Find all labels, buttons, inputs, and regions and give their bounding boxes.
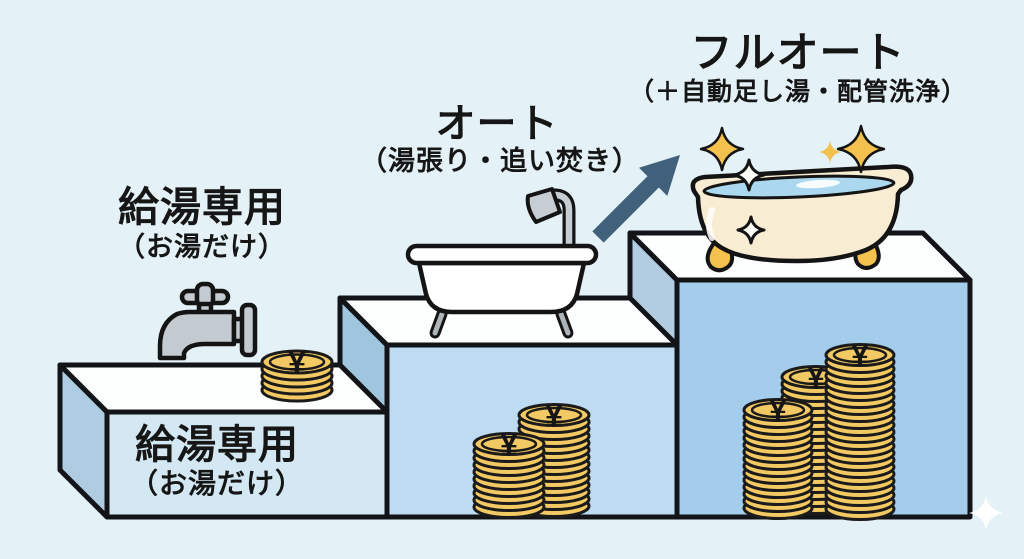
sparkle-icon xyxy=(699,126,745,172)
tier1-label: 給湯専用 xyxy=(118,184,286,230)
coin-stack: ¥ xyxy=(472,427,546,519)
tier3-label: フルオート xyxy=(690,29,906,76)
yen-symbol: ¥ xyxy=(769,394,787,429)
sparkle-icon xyxy=(969,496,1003,530)
tier2-label: オート xyxy=(435,102,559,146)
sparkle-icons xyxy=(699,124,1003,530)
bathtub-shower-icon xyxy=(405,187,599,339)
tier1-sublabel: （お湯だけ） xyxy=(118,232,286,262)
sparkle-icon xyxy=(732,158,766,192)
coin-stack: ¥ xyxy=(260,345,334,403)
tier1-face-sublabel: （お湯だけ） xyxy=(129,468,304,499)
yen-symbol: ¥ xyxy=(807,361,825,396)
faucet-icon xyxy=(157,281,258,361)
yen-symbol: ¥ xyxy=(545,398,563,434)
sparkle-icon xyxy=(736,215,766,245)
step1-front-face xyxy=(104,409,390,520)
yen-symbol: ¥ xyxy=(288,345,306,381)
coin-stack: ¥ xyxy=(742,394,814,520)
bathtub-sparkles-icon xyxy=(690,164,914,273)
coin-stack: ¥ xyxy=(824,339,896,521)
tier1-face-label: 給湯専用 xyxy=(135,423,299,467)
yen-symbol: ¥ xyxy=(500,427,518,463)
upgrade-arrow-icon xyxy=(592,154,681,243)
tier2-sublabel: （湯張り・追い焚き） xyxy=(360,146,640,176)
sparkle-icon xyxy=(819,141,841,163)
coin-stacks: ¥ ¥ ¥ ¥ ¥ ¥ xyxy=(260,339,896,521)
yen-symbol: ¥ xyxy=(851,339,869,374)
tier3-sublabel: （＋自動足し湯・配管洗浄） xyxy=(628,78,967,106)
sparkle-icon xyxy=(836,124,886,174)
step1-top-face xyxy=(57,362,390,415)
